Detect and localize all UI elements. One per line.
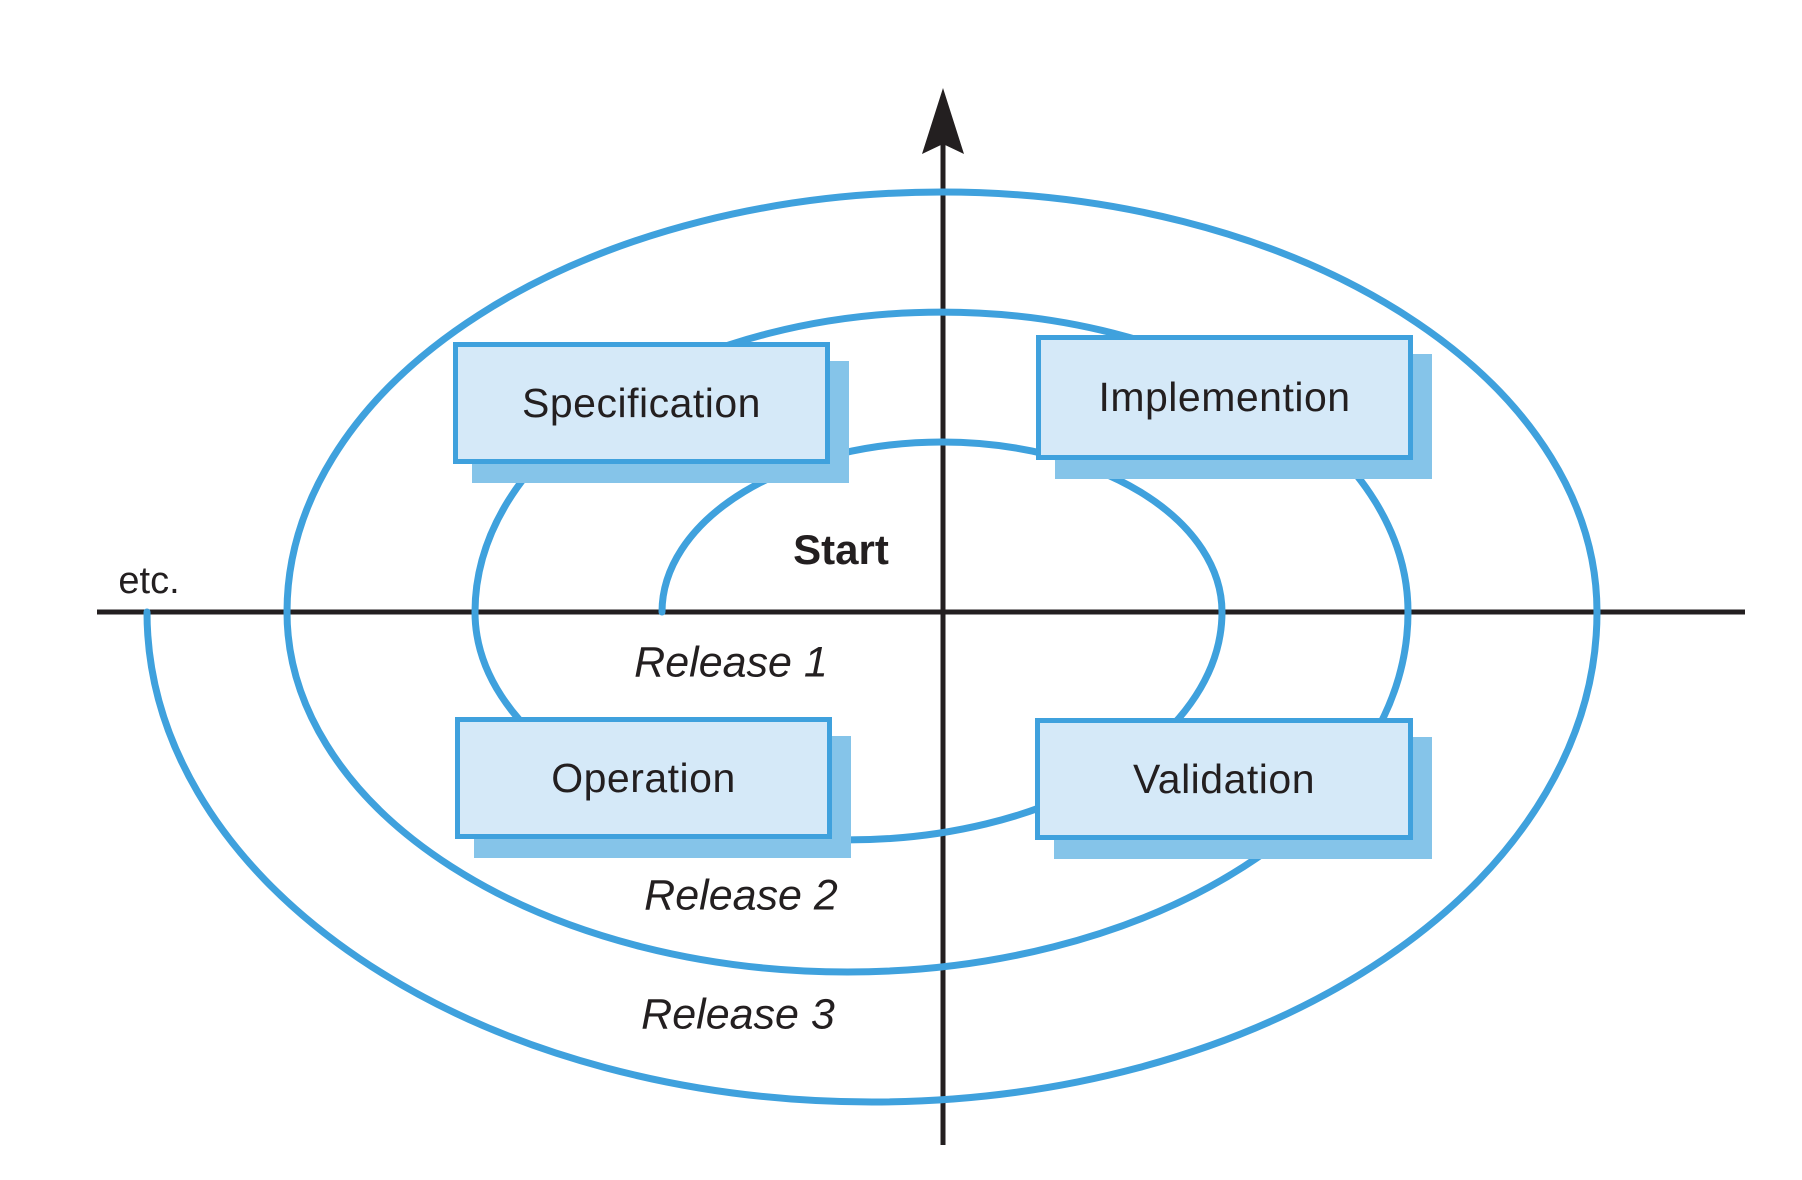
phase-label-implemention: Implemention [1098, 374, 1351, 420]
release-1-label: Release 1 [634, 638, 828, 687]
phase-box-validation: Validation [1035, 718, 1413, 840]
phase-label-operation: Operation [551, 754, 736, 801]
phase-box-specification: Specification [453, 342, 830, 464]
vertical-axis-arrowhead [922, 88, 964, 154]
start-label: Start [793, 526, 889, 573]
etc-label: etc. [118, 560, 180, 602]
phase-label-specification: Specification [522, 379, 761, 426]
phase-box-implemention: Implemention [1036, 335, 1413, 460]
spiral-path [143, 188, 1601, 1106]
phase-box-operation: Operation [455, 717, 832, 839]
release-2-label: Release 2 [644, 871, 838, 920]
phase-label-validation: Validation [1132, 755, 1316, 802]
release-3-label: Release 3 [641, 990, 835, 1039]
